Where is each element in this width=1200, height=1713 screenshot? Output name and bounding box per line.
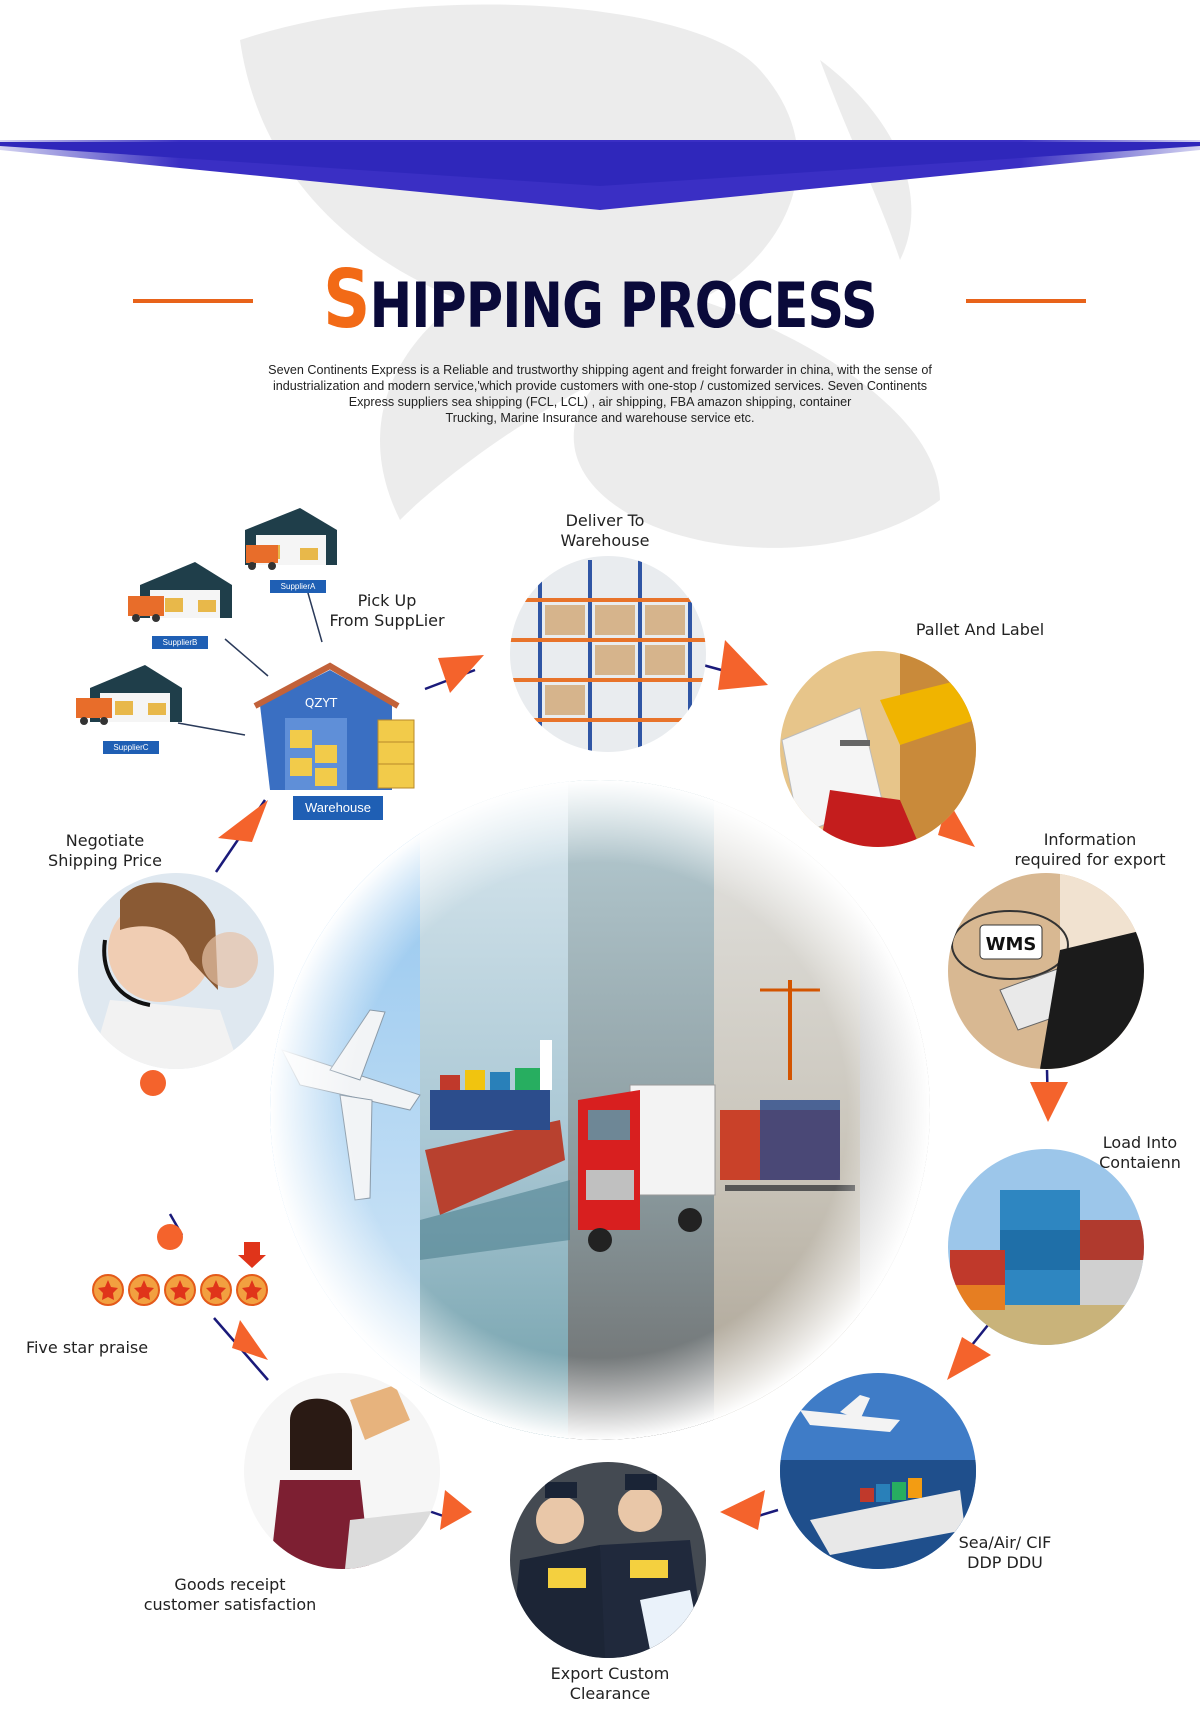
supplier-a-tag: SupplierA: [270, 580, 326, 593]
title-rest: HIPPING PROCESS: [369, 269, 878, 342]
title-rule-right: [966, 299, 1086, 303]
customs-clearance-photo: [510, 1462, 706, 1658]
supplier-c-tag: SupplierC: [103, 741, 159, 754]
page-title: SHIPPING PROCESS: [108, 260, 1092, 340]
sea-air-photo: [780, 1373, 976, 1569]
supplier-a-icon: [245, 508, 337, 570]
intro-paragraph: Seven Continents Express is a Reliable a…: [235, 362, 965, 426]
goods-receipt-photo: [244, 1373, 440, 1569]
warehouse-sign: QZYT: [305, 696, 338, 710]
warehouse-tag: Warehouse: [293, 796, 383, 820]
negotiate-dot: [140, 1070, 166, 1096]
title-rule-left: [133, 299, 253, 303]
intro-line: industrialization and modern service,'wh…: [272, 379, 928, 393]
warehouse-building-icon: QZYT: [253, 662, 415, 790]
intro-line: Seven Continents Express is a Reliable a…: [268, 363, 932, 377]
negotiate-price-photo: [78, 873, 274, 1069]
deliver-warehouse-photo: [510, 556, 706, 752]
intro-line: Express suppliers sea shipping (FCL, LCL…: [348, 395, 852, 409]
wms-label: WMS: [986, 934, 1037, 955]
export-information-photo: WMS: [948, 873, 1144, 1069]
process-arrows: [218, 640, 1068, 1530]
containers-photo: [948, 1149, 1144, 1345]
supplier-b-tag: SupplierB: [152, 636, 208, 649]
title-first-letter: S: [323, 253, 370, 346]
step-label-five-star: Five star praise: [25, 1338, 149, 1357]
supplier-c-icon: [76, 665, 182, 725]
pallet-label-photo: [780, 651, 976, 847]
step-label-pallet: Pallet And Label: [915, 620, 1045, 639]
transport-modes-circle: [270, 780, 930, 1440]
supplier-b-icon: [128, 562, 232, 622]
intro-line: Trucking, Marine Insurance and warehouse…: [445, 411, 755, 425]
five-star-rating-icon: [92, 1224, 268, 1306]
